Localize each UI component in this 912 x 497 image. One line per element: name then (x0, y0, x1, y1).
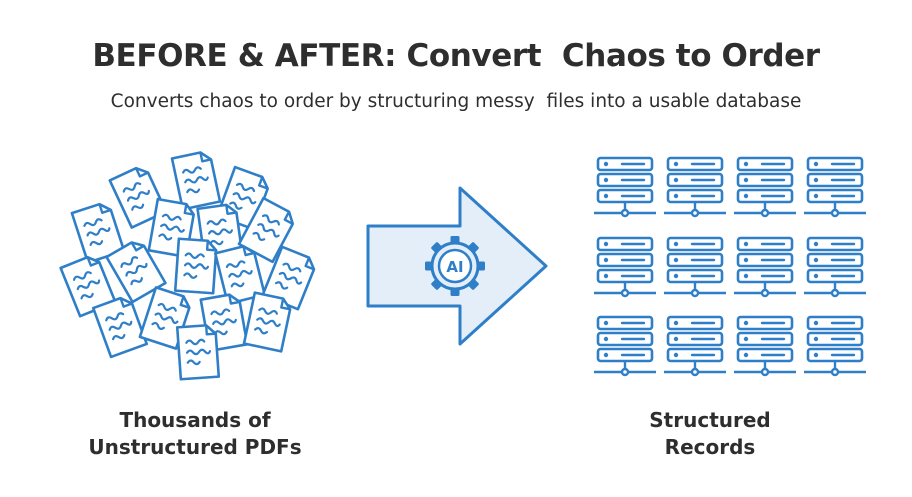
database-server-icon (732, 236, 798, 298)
page-subtitle: Converts chaos to order by structuring m… (110, 91, 802, 112)
left-caption-line2: Unstructured PDFs (88, 435, 302, 459)
document-pile (59, 149, 319, 381)
database-server-icon (592, 315, 658, 377)
document-icon (175, 323, 221, 381)
right-caption-line2: Records (664, 435, 756, 459)
database-server-icon (802, 236, 868, 298)
page-title: BEFORE & AFTER: Convert Chaos to Order (92, 38, 820, 74)
ai-badge-text: AI (446, 258, 463, 276)
database-server-icon (592, 236, 658, 298)
left-caption-line1: Thousands of (119, 408, 271, 432)
database-server-icon (592, 156, 658, 218)
database-server-icon (802, 156, 868, 218)
database-server-icon (662, 156, 728, 218)
database-server-icon (662, 315, 728, 377)
database-server-icon (732, 315, 798, 377)
database-server-icon (732, 156, 798, 218)
document-icon (173, 237, 219, 295)
document-icon (242, 291, 294, 353)
document-icon (170, 149, 222, 211)
gear-ai-icon: AI (425, 236, 485, 296)
right-caption-line1: Structured (649, 408, 771, 432)
database-server-icon (662, 236, 728, 298)
database-server-icon (802, 315, 868, 377)
document-icon (91, 293, 149, 359)
right-caption: Structured Records (560, 407, 860, 461)
left-caption: Thousands of Unstructured PDFs (40, 407, 350, 461)
records-grid (592, 156, 868, 377)
